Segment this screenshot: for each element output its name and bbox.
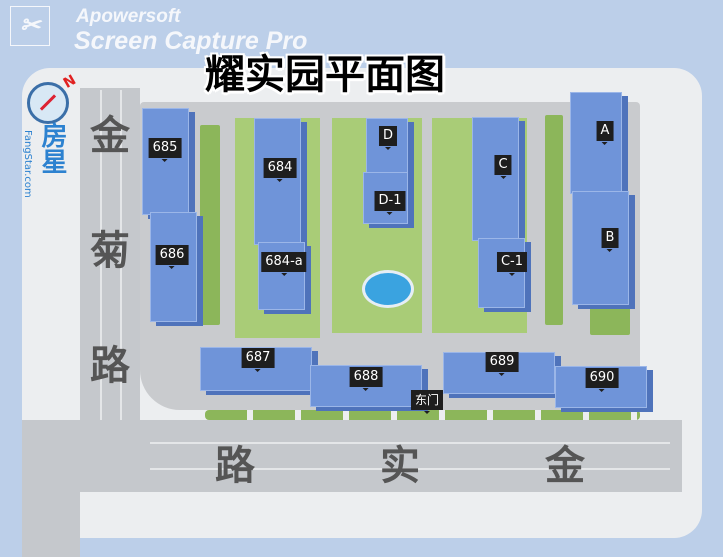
building-label-b[interactable]: B: [601, 228, 619, 252]
building: [570, 92, 622, 194]
building-label-685[interactable]: 685: [148, 138, 182, 162]
building-label-d[interactable]: D: [378, 126, 398, 150]
pond: [362, 270, 414, 308]
road-south-char: 路: [215, 443, 255, 489]
road-south-char: 实: [380, 443, 420, 489]
road-south-char: 金: [545, 443, 585, 489]
road-west: [80, 88, 140, 428]
scissors-pen-icon: ✂: [10, 6, 50, 46]
building-label-c-1[interactable]: C-1: [496, 252, 528, 276]
road-west-char: 路: [90, 343, 130, 389]
lane-marking: [150, 442, 670, 444]
logo-brand-en: FangStar.com: [22, 130, 33, 198]
building-label-687[interactable]: 687: [241, 348, 275, 372]
road-southwest: [22, 420, 80, 557]
watermark-line2: Screen Capture Pro: [74, 27, 308, 55]
compass-icon: [27, 82, 69, 124]
lane-marking: [100, 90, 102, 420]
compass-needle-icon: [39, 94, 57, 111]
road-west-char: 菊: [90, 228, 130, 274]
building-label-c[interactable]: C: [494, 155, 512, 179]
building-label-684[interactable]: 684: [263, 158, 297, 182]
building-label-689[interactable]: 689: [485, 352, 519, 376]
road-west-char: 金: [90, 113, 130, 159]
building-label-690[interactable]: 690: [585, 368, 619, 392]
building-label-a[interactable]: A: [596, 121, 614, 145]
east-gate-label[interactable]: 东门: [410, 390, 444, 414]
green-strip: [590, 305, 630, 335]
building-label-686[interactable]: 686: [155, 245, 189, 269]
building-label-688[interactable]: 688: [349, 367, 383, 391]
road-south: [22, 420, 682, 492]
lane-marking: [150, 468, 670, 470]
hedge-row: [205, 410, 640, 420]
green-strip: [545, 115, 563, 325]
green-strip: [200, 125, 220, 325]
building: [478, 238, 525, 308]
building-label-684-a[interactable]: 684-a: [261, 252, 307, 276]
logo-brand-cn: 房星: [37, 122, 67, 174]
lane-marking: [120, 90, 122, 420]
building-label-d-1[interactable]: D-1: [374, 191, 406, 215]
watermark-line1: Apowersoft: [76, 6, 181, 27]
building: [472, 117, 519, 241]
page-title: 耀实园平面图: [205, 52, 445, 98]
building: [572, 191, 629, 305]
